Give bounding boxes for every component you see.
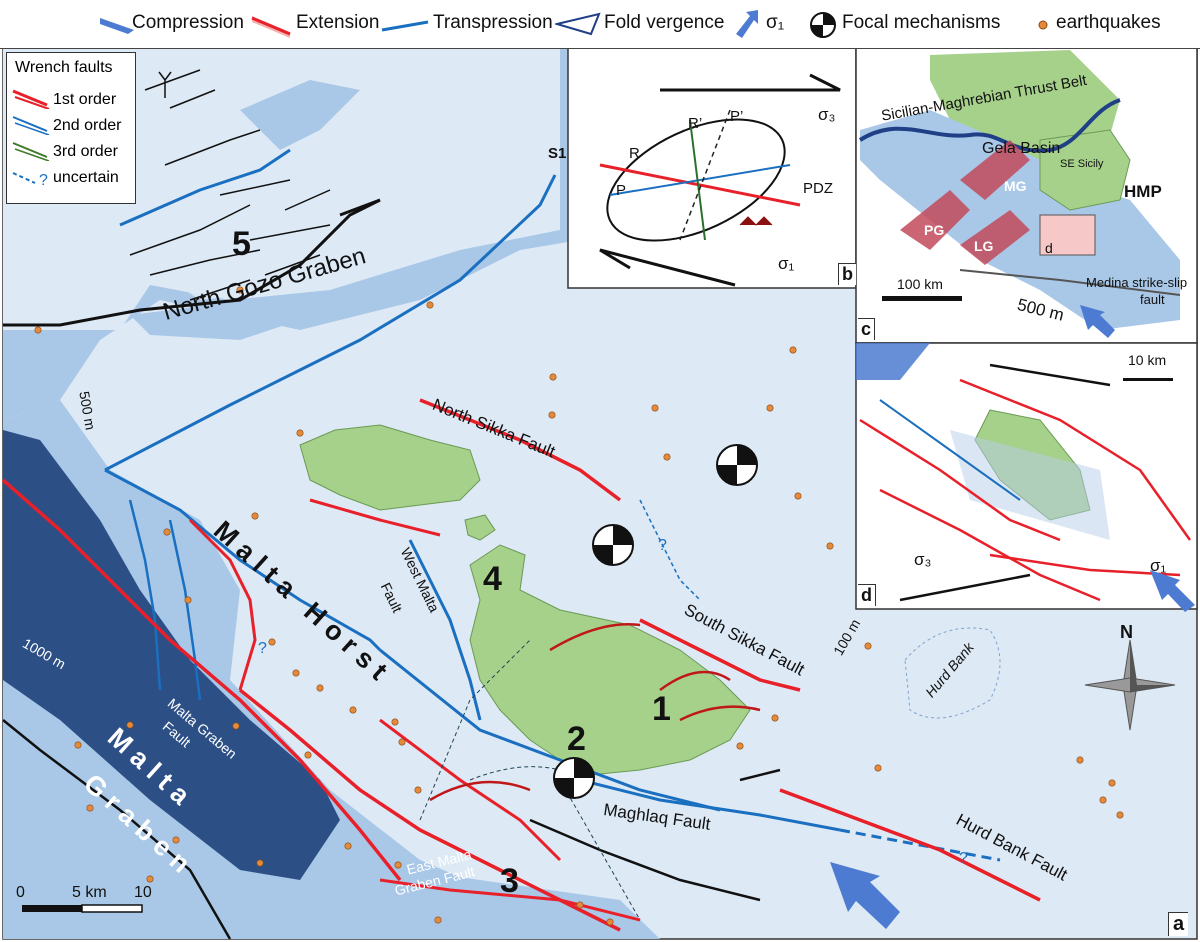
dashed-structure-2 bbox=[469, 766, 561, 781]
malta-island bbox=[469, 544, 751, 776]
maghlaq-fault bbox=[559, 773, 841, 832]
legend-earthquakes: earthquakes bbox=[1056, 12, 1161, 33]
graben-transpression-2 bbox=[168, 519, 202, 701]
malta-arc-fault-2 bbox=[659, 670, 731, 692]
focal-mechanism-1 bbox=[716, 444, 758, 486]
south-black-fault bbox=[529, 818, 761, 902]
malta-graben-inner-fault bbox=[188, 518, 257, 691]
uncertain-label: uncertain bbox=[53, 169, 119, 186]
legend-fold-vergence: Fold vergence bbox=[604, 12, 725, 33]
first-order-label: 1st order bbox=[53, 91, 117, 108]
south-sikka-fault bbox=[639, 618, 801, 692]
svg-text:?: ? bbox=[39, 172, 48, 189]
dashed-structure-1 bbox=[419, 639, 531, 821]
malta-arc-fault-3 bbox=[679, 705, 761, 722]
north-basin-patch bbox=[240, 80, 360, 150]
fold-vergence-legend-icon bbox=[555, 12, 601, 36]
small-black-fault bbox=[739, 768, 781, 782]
north-gozo-fault-south bbox=[3, 198, 381, 327]
first-order-icon bbox=[12, 89, 50, 109]
malta-arc-fault-1 bbox=[549, 623, 641, 652]
north-arrow-icon bbox=[1084, 639, 1176, 731]
earthquakes bbox=[34, 286, 1124, 926]
north-gozo-fault-segment bbox=[339, 198, 381, 217]
second-order-icon bbox=[12, 116, 50, 135]
gozo-shelf bbox=[140, 60, 520, 300]
focal-legend-icon bbox=[810, 12, 836, 38]
legend-focal: Focal mechanisms bbox=[842, 12, 1001, 33]
sigma1-legend-icon bbox=[736, 10, 758, 38]
north-sikka-fault bbox=[419, 398, 622, 502]
legend-extension: Extension bbox=[296, 12, 380, 33]
sigma1-arrow-main bbox=[830, 862, 900, 929]
maghlaq-fault-uncertain bbox=[839, 828, 1001, 862]
legend-compression: Compression bbox=[132, 12, 244, 33]
south-slope bbox=[340, 860, 660, 939]
focal-mechanism-2 bbox=[592, 524, 634, 566]
zone3-arc-fault bbox=[429, 780, 531, 802]
fold-symbols bbox=[129, 69, 331, 301]
panel-d bbox=[855, 342, 1198, 612]
southwest-slope bbox=[3, 720, 220, 939]
earthquake-legend-icon bbox=[1038, 20, 1048, 30]
wrench-legend-title: Wrench faults bbox=[15, 59, 113, 76]
legend-transpression: Transpression bbox=[433, 12, 553, 33]
top-legend: Compression Extension Transpression Fold… bbox=[0, 0, 1200, 49]
horst-south-fault bbox=[379, 648, 721, 812]
nw-transpression-fault bbox=[119, 148, 291, 227]
dashed-blue-1 bbox=[639, 499, 701, 601]
legend-sigma1: σ₁ bbox=[766, 12, 785, 33]
third-order-icon bbox=[12, 142, 50, 161]
dashed-structure-3 bbox=[559, 779, 641, 921]
second-order-label: 2nd order bbox=[53, 117, 122, 134]
transpression-legend-icon bbox=[381, 20, 429, 32]
zone3-fault bbox=[379, 718, 562, 862]
malta-graben-fault bbox=[1, 478, 402, 882]
gozo-island bbox=[299, 424, 481, 511]
uncertain-icon: ? bbox=[12, 172, 48, 189]
north-gozo-transpression-fault bbox=[104, 174, 557, 472]
west-malta-fault bbox=[408, 539, 482, 721]
focal-mechanism-3 bbox=[553, 757, 595, 799]
panel-c bbox=[855, 47, 1198, 344]
malta-horst-fault bbox=[104, 468, 382, 652]
third-order-label: 3rd order bbox=[53, 143, 118, 160]
extension-legend-icon bbox=[251, 16, 291, 38]
hurd-bank-outline bbox=[904, 627, 1001, 719]
sw-black-fault bbox=[2, 719, 232, 940]
graben-transpression-1 bbox=[128, 499, 162, 691]
malta-graben-deep bbox=[3, 430, 340, 880]
north-gozo-graben-basin bbox=[130, 300, 300, 340]
comino-island bbox=[464, 514, 496, 541]
compression-legend-icon bbox=[100, 18, 134, 34]
panel-b bbox=[567, 47, 857, 289]
gozo-south-fault bbox=[309, 498, 441, 537]
hurd-bank-fault bbox=[779, 788, 1041, 902]
scale-bar bbox=[22, 904, 143, 913]
east-malta-graben-lower bbox=[379, 878, 641, 922]
wrench-legend: Wrench faults 1st order 2nd order 3rd or… bbox=[6, 52, 136, 204]
